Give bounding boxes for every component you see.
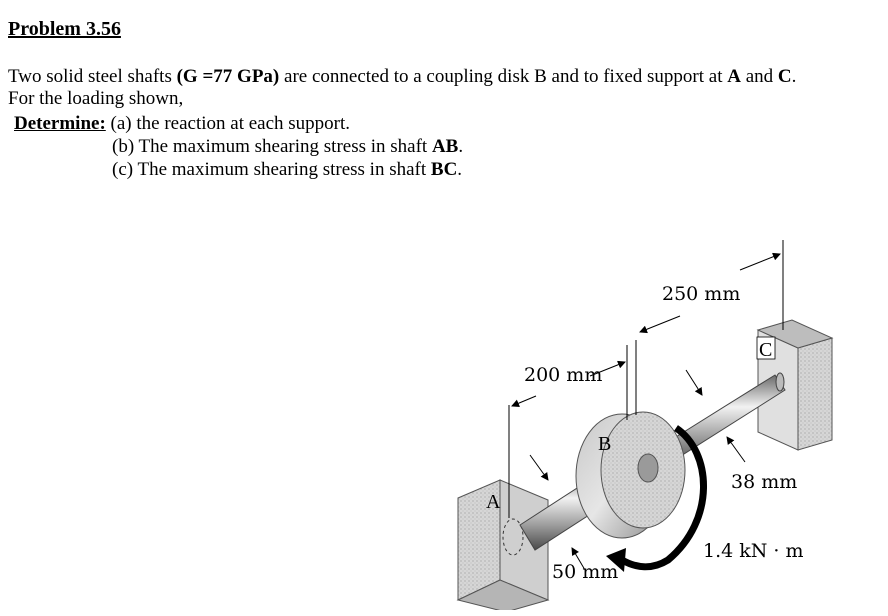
determine-item-b-end: . bbox=[458, 136, 464, 157]
statement-period: . bbox=[791, 66, 797, 87]
label-c: C bbox=[759, 339, 772, 361]
problem-statement: Two solid steel shafts (G =77 GPa) are c… bbox=[8, 66, 878, 110]
determine-item-b-text: (b) The maximum shearing stress in shaft bbox=[112, 136, 432, 157]
determine-item-c: (c) The maximum shearing stress in shaft… bbox=[112, 158, 462, 181]
statement-and: and bbox=[740, 66, 778, 87]
statement-support-a: A bbox=[727, 66, 741, 87]
dim-bc-diameter: 38 mm bbox=[731, 471, 797, 493]
statement-support-c: C bbox=[777, 66, 792, 87]
determine-item-b: (b) The maximum shearing stress in shaft… bbox=[112, 135, 463, 158]
support-a bbox=[456, 479, 550, 610]
dim-bc-length: 250 mm bbox=[662, 283, 740, 305]
determine-item-c-text: (c) The maximum shearing stress in shaft bbox=[112, 159, 431, 180]
statement-line2: For the loading shown, bbox=[8, 88, 184, 109]
dim-ab-length: 200 mm bbox=[524, 364, 602, 386]
coupling-disk bbox=[575, 411, 686, 539]
determine-item-b-shaft: AB bbox=[431, 136, 459, 157]
applied-torque-label: 1.4 kN · m bbox=[703, 540, 804, 562]
shaft-figure: 200 mm 250 mm 50 mm 38 mm 1.4 kN · m A B… bbox=[456, 240, 834, 610]
torque-arrow-icon bbox=[606, 425, 707, 572]
dim-ab-diameter: 50 mm bbox=[552, 561, 618, 583]
label-a: A bbox=[486, 491, 501, 513]
determine-line: Determine: (a) the reaction at each supp… bbox=[14, 112, 350, 135]
label-b: B bbox=[598, 433, 611, 455]
determine-item-a: (a) the reaction at each support. bbox=[105, 113, 351, 134]
problem-title: Problem 3.56 bbox=[8, 18, 121, 40]
statement-modulus: (G =77 GPa) bbox=[176, 66, 280, 87]
determine-item-c-shaft: BC bbox=[430, 159, 458, 180]
determine-item-c-end: . bbox=[457, 159, 463, 180]
statement-part1: Two solid steel shafts bbox=[8, 66, 177, 87]
statement-part2: are connected to a coupling disk B and t… bbox=[279, 66, 728, 87]
determine-label: Determine: bbox=[14, 113, 106, 134]
